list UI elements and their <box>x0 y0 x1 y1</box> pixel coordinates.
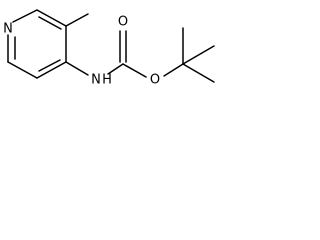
ring-nitrogen-label: N <box>3 22 13 37</box>
pyridine-ring <box>7 9 67 79</box>
bond-c4-c5 <box>36 61 67 79</box>
bond-cq-me-right <box>182 63 215 83</box>
bond-c-o-ester <box>122 63 147 78</box>
ester-oxygen-label: O <box>150 73 160 88</box>
bond-nh-carbonyl <box>107 63 124 75</box>
carbonyl-oxygen-label: O <box>118 15 128 30</box>
bond-c2-c3 <box>36 9 67 27</box>
chemical-structure: N N H O O <box>3 9 215 88</box>
amide-nitrogen-label: N <box>91 73 101 88</box>
methyl-group <box>65 13 89 27</box>
tert-butyl-group <box>163 27 215 83</box>
double-bond-c2-c3-inner <box>38 16 62 30</box>
bond-o-cq <box>163 63 184 77</box>
bond-c4-nh <box>65 61 89 76</box>
amide-hydrogen-label: H <box>102 73 112 88</box>
double-bond-c4-c5-inner <box>38 59 61 72</box>
carbonyl-group <box>119 30 147 78</box>
bond-n-c2 <box>12 9 38 23</box>
amine-linkage <box>65 61 124 76</box>
bond-c3-methyl <box>65 13 89 27</box>
bond-cq-me-right-up <box>182 45 215 65</box>
bond-c5-c6 <box>7 61 38 79</box>
